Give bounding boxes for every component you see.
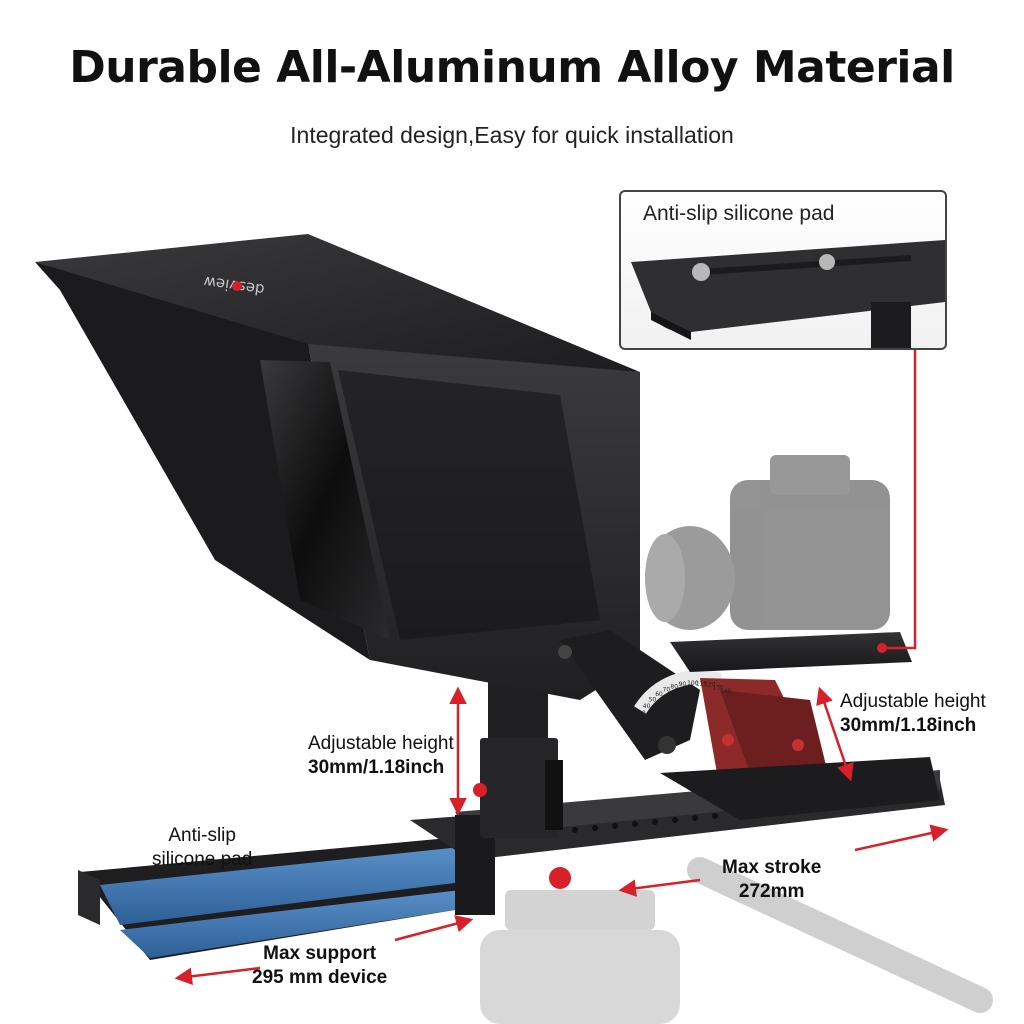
callout-right-height-value: 30mm/1.18inch xyxy=(840,715,977,736)
angle-scale-label: 130 xyxy=(712,684,724,691)
page-subtitle: Integrated design,Easy for quick install… xyxy=(290,122,734,148)
callout-max-stroke-line1: Max stroke xyxy=(722,857,822,878)
callout-right-height: Adjustable height 30mm/1.18inch xyxy=(840,690,986,738)
angle-scale-label: 30 xyxy=(638,710,646,717)
silicone-pad-inset: Anti-slip silicone pad xyxy=(619,190,947,350)
lock-knob-icon xyxy=(549,867,571,889)
angle-hinge xyxy=(558,630,723,760)
base-rail xyxy=(78,770,945,960)
angle-scale-label: 80 xyxy=(670,683,678,690)
screw-icon xyxy=(692,263,710,281)
angle-scale-label: 120 xyxy=(704,682,716,689)
callout-max-support: Max support 295 mm device xyxy=(252,942,387,990)
angle-scale-label: 50 xyxy=(649,697,657,704)
angle-scale-label: 60 xyxy=(655,691,663,698)
callout-left-pad: Anti-slip silicone pad xyxy=(152,824,252,872)
angle-scale-label: 40 xyxy=(643,703,651,710)
angle-scale-label: 90 xyxy=(679,681,687,688)
callout-left-height-value: 30mm/1.18inch xyxy=(308,757,445,778)
angle-scale-label: 100 xyxy=(687,680,699,687)
callout-max-support-line1: Max support xyxy=(263,943,377,964)
camera xyxy=(645,455,890,630)
callout-max-stroke: Max stroke 272mm xyxy=(722,856,821,904)
callout-left-pad-line1: Anti-slip xyxy=(168,825,236,846)
angle-scale-label: 70 xyxy=(663,687,671,694)
teleprompter-hood: desview xyxy=(35,234,640,700)
angle-scale-label: 110 xyxy=(696,680,708,687)
tripod-head xyxy=(480,857,993,1024)
callout-max-stroke-line2: 272mm xyxy=(738,881,805,902)
camera-platform xyxy=(660,632,940,820)
inset-title: Anti-slip silicone pad xyxy=(643,202,835,225)
screw-icon xyxy=(819,254,835,270)
callout-max-support-line2: 295 mm device xyxy=(252,967,388,988)
callout-left-height: Adjustable height 30mm/1.18inch xyxy=(308,732,454,780)
callout-left-pad-line2: silicone pad xyxy=(152,849,253,870)
callout-left-height-label: Adjustable height xyxy=(308,733,454,754)
mount-plate-closeup xyxy=(631,240,945,348)
callout-arrows xyxy=(174,338,949,985)
page-title: Durable All-Aluminum Alloy Material xyxy=(69,42,955,93)
callout-right-height-label: Adjustable height xyxy=(840,691,986,712)
height-post xyxy=(473,672,563,838)
angle-scale-label: 140 xyxy=(720,688,732,695)
